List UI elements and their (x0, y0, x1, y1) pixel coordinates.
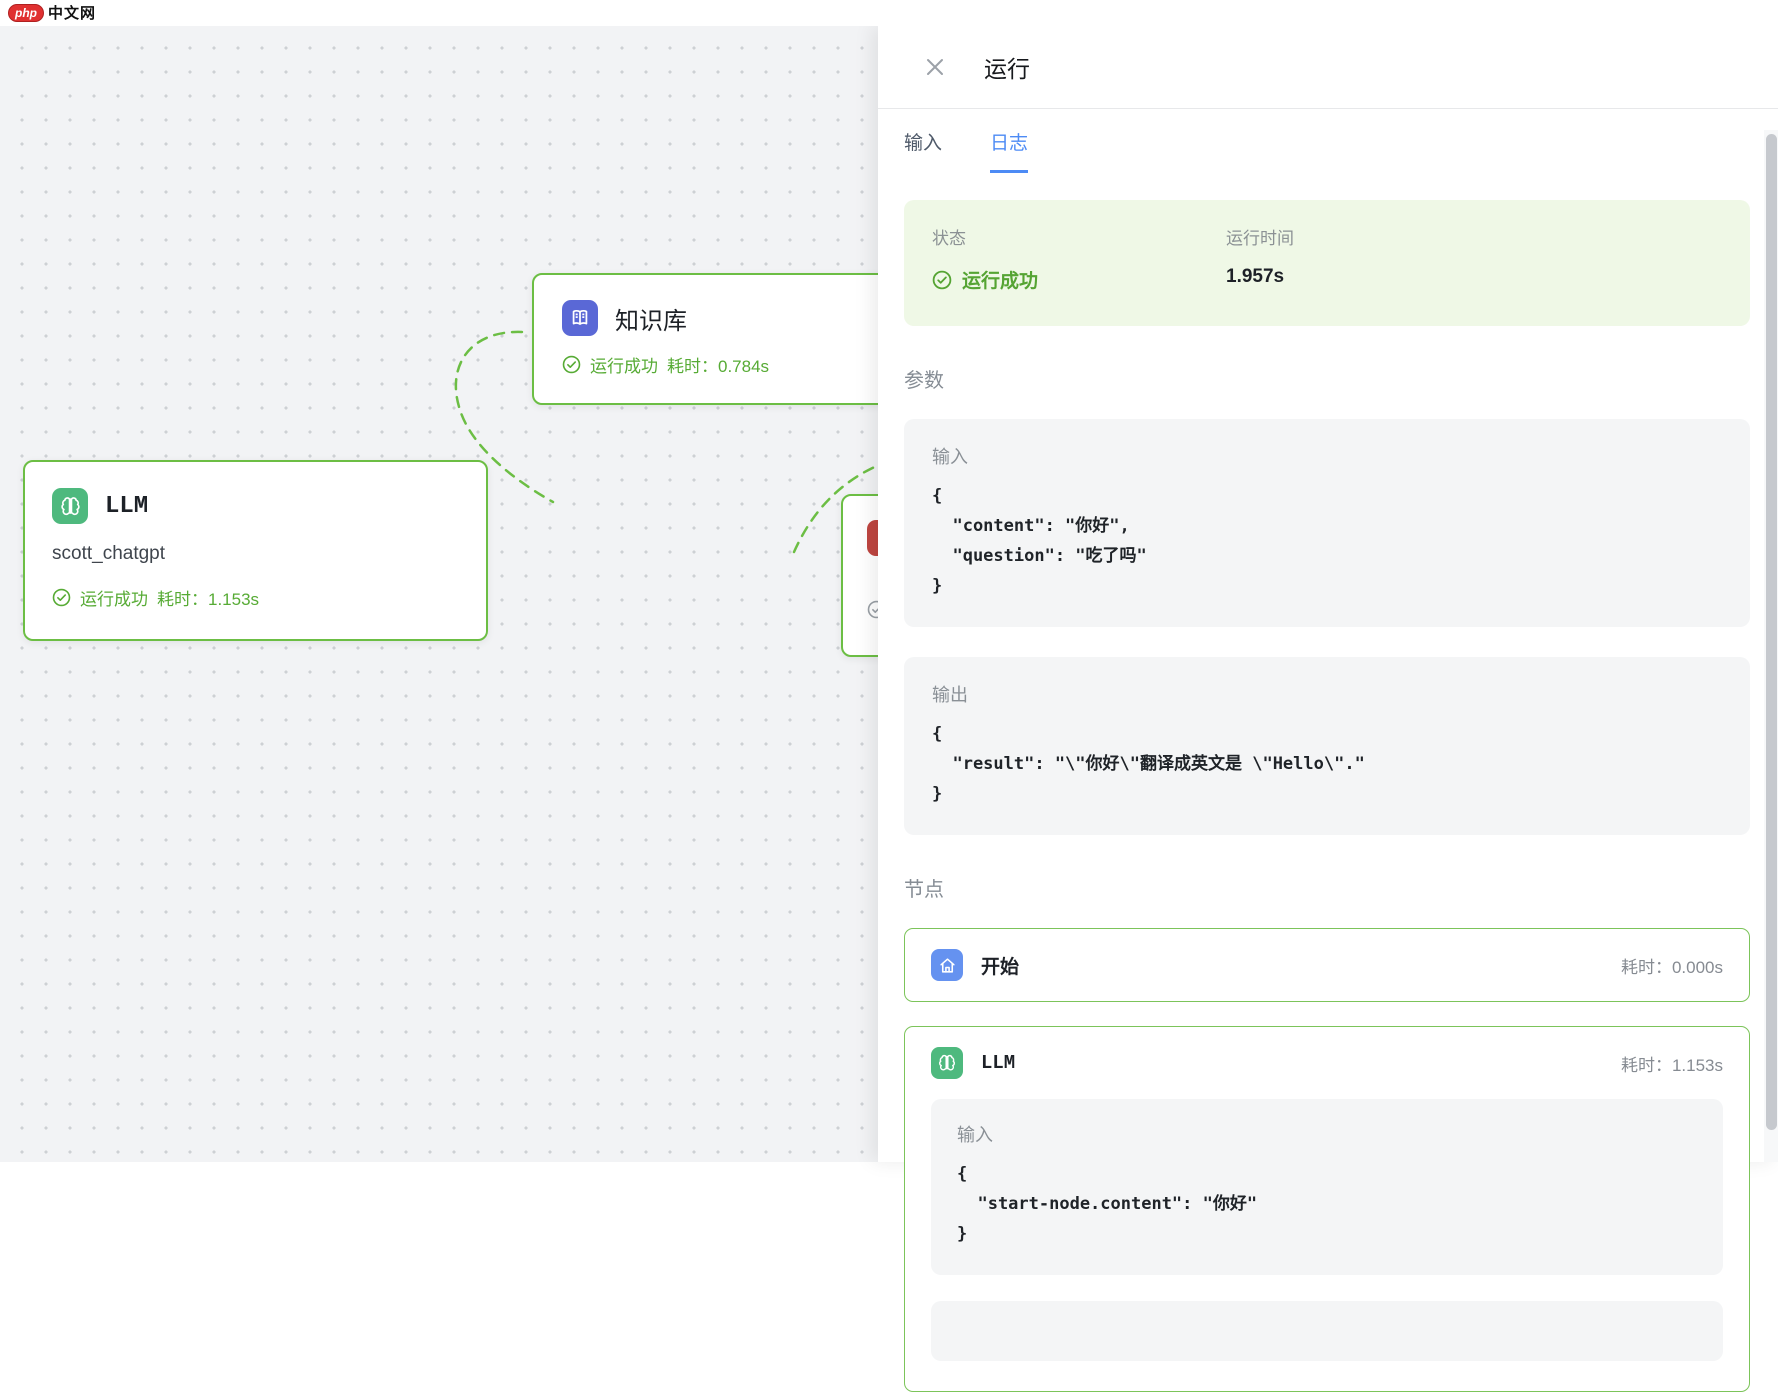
log-node-card-llm[interactable]: LLM 耗时：1.153s 输入 { "start-node.content":… (904, 1026, 1750, 1392)
top-bar: php 中文网 (0, 0, 1778, 26)
site-logo-text: 中文网 (48, 5, 97, 22)
home-icon (931, 949, 963, 981)
status-label: 状态 (932, 229, 966, 248)
canvas-node-knowledge[interactable]: 知识库 运行成功 耗时：0.784s (532, 273, 892, 405)
panel-scrollbar-track[interactable] (1764, 130, 1778, 1162)
brain-icon (52, 488, 88, 524)
node-title: LLM (105, 492, 149, 520)
run-summary-card: 状态 运行成功 运行时间 1.957s (904, 200, 1750, 326)
llm-output-box (931, 1301, 1723, 1361)
node-card-time: 耗时：1.153s (1620, 1055, 1723, 1075)
params-heading: 参数 (904, 370, 944, 392)
node-status-text: 运行成功 (80, 590, 148, 609)
node-card-title: LLM (981, 1052, 1016, 1074)
php-logo-badge: php (8, 3, 44, 22)
node-card-time: 耗时：0.000s (1620, 957, 1723, 977)
close-icon[interactable] (923, 54, 949, 80)
run-result-panel: 运行 输入 日志 状态 运行成功 运行时间 1.957s 参数 (878, 26, 1778, 1392)
param-output-box: 输出 { "result": "\"你好\"翻译成英文是 \"Hello\"."… (904, 657, 1750, 835)
panel-body: 状态 运行成功 运行时间 1.957s 参数 输入 { "content": "… (878, 173, 1778, 1392)
panel-title: 运行 (984, 56, 1030, 82)
node-time-text: 耗时：1.153s (157, 590, 260, 609)
node-card-title: 开始 (981, 956, 1020, 978)
output-json: { "result": "\"你好\"翻译成英文是 \"Hello\"." } (932, 724, 1365, 804)
param-input-box: 输入 { "content": "你好", "question": "吃了吗" … (904, 419, 1750, 627)
input-label: 输入 (932, 447, 968, 467)
input-label: 输入 (957, 1125, 993, 1145)
node-subtitle: scott_chatgpt (52, 543, 166, 564)
status-value: 运行成功 (962, 271, 1039, 292)
nodes-heading: 节点 (904, 879, 944, 901)
input-json: { "content": "你好", "question": "吃了吗" } (932, 486, 1147, 596)
tab-input[interactable]: 输入 (904, 132, 943, 154)
site-logo[interactable]: php 中文网 (8, 2, 96, 23)
panel-scrollbar-thumb[interactable] (1765, 134, 1777, 1130)
output-label: 输出 (932, 685, 968, 705)
panel-tabs: 输入 日志 (878, 109, 1778, 173)
log-node-card-start[interactable]: 开始 耗时：0.000s (904, 928, 1750, 1002)
check-circle-icon (52, 588, 71, 607)
runtime-label: 运行时间 (1226, 229, 1294, 248)
canvas-node-llm[interactable]: LLM scott_chatgpt 运行成功 耗时：1.153s (23, 460, 488, 641)
panel-header: 运行 (878, 26, 1778, 109)
runtime-value: 1.957s (1226, 266, 1285, 287)
brain-icon (931, 1047, 963, 1079)
node-title: 知识库 (615, 307, 687, 335)
check-circle-icon (562, 355, 581, 374)
tab-log[interactable]: 日志 (990, 109, 1028, 173)
llm-input-box: 输入 { "start-node.content": "你好" } (931, 1099, 1723, 1275)
node-status-text: 运行成功 (590, 357, 658, 376)
node-time-text: 耗时：0.784s (667, 357, 770, 376)
book-icon (562, 300, 598, 336)
llm-input-json: { "start-node.content": "你好" } (957, 1164, 1258, 1244)
check-circle-icon (932, 270, 952, 289)
